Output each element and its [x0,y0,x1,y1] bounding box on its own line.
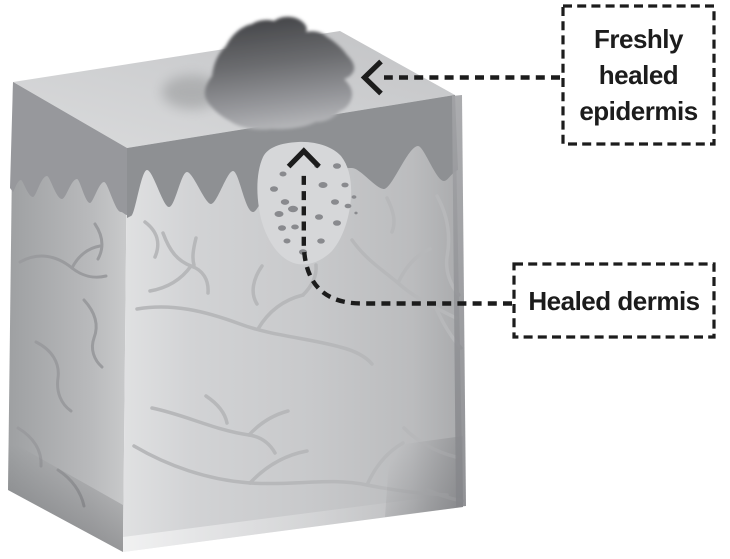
scar-blob [162,16,355,130]
skin-block [8,16,466,552]
annotation-arrows [286,59,560,306]
arrow-line-to-dermis [301,171,512,306]
right-edge-shade [452,95,466,507]
epidermis-layer-left [10,82,127,215]
regenerating-cell-dots [270,163,358,255]
arrow-up-icon [286,147,321,169]
arrow-left-icon [360,59,383,96]
label-box-epidermis [561,4,716,146]
left-face [8,82,127,552]
front-face [123,95,463,552]
label-box-dermis [512,262,716,339]
left-face-shadow [8,440,123,552]
scar-body [204,16,355,130]
front-corner-shadow [385,436,463,517]
front-bottom-highlight [123,493,463,552]
